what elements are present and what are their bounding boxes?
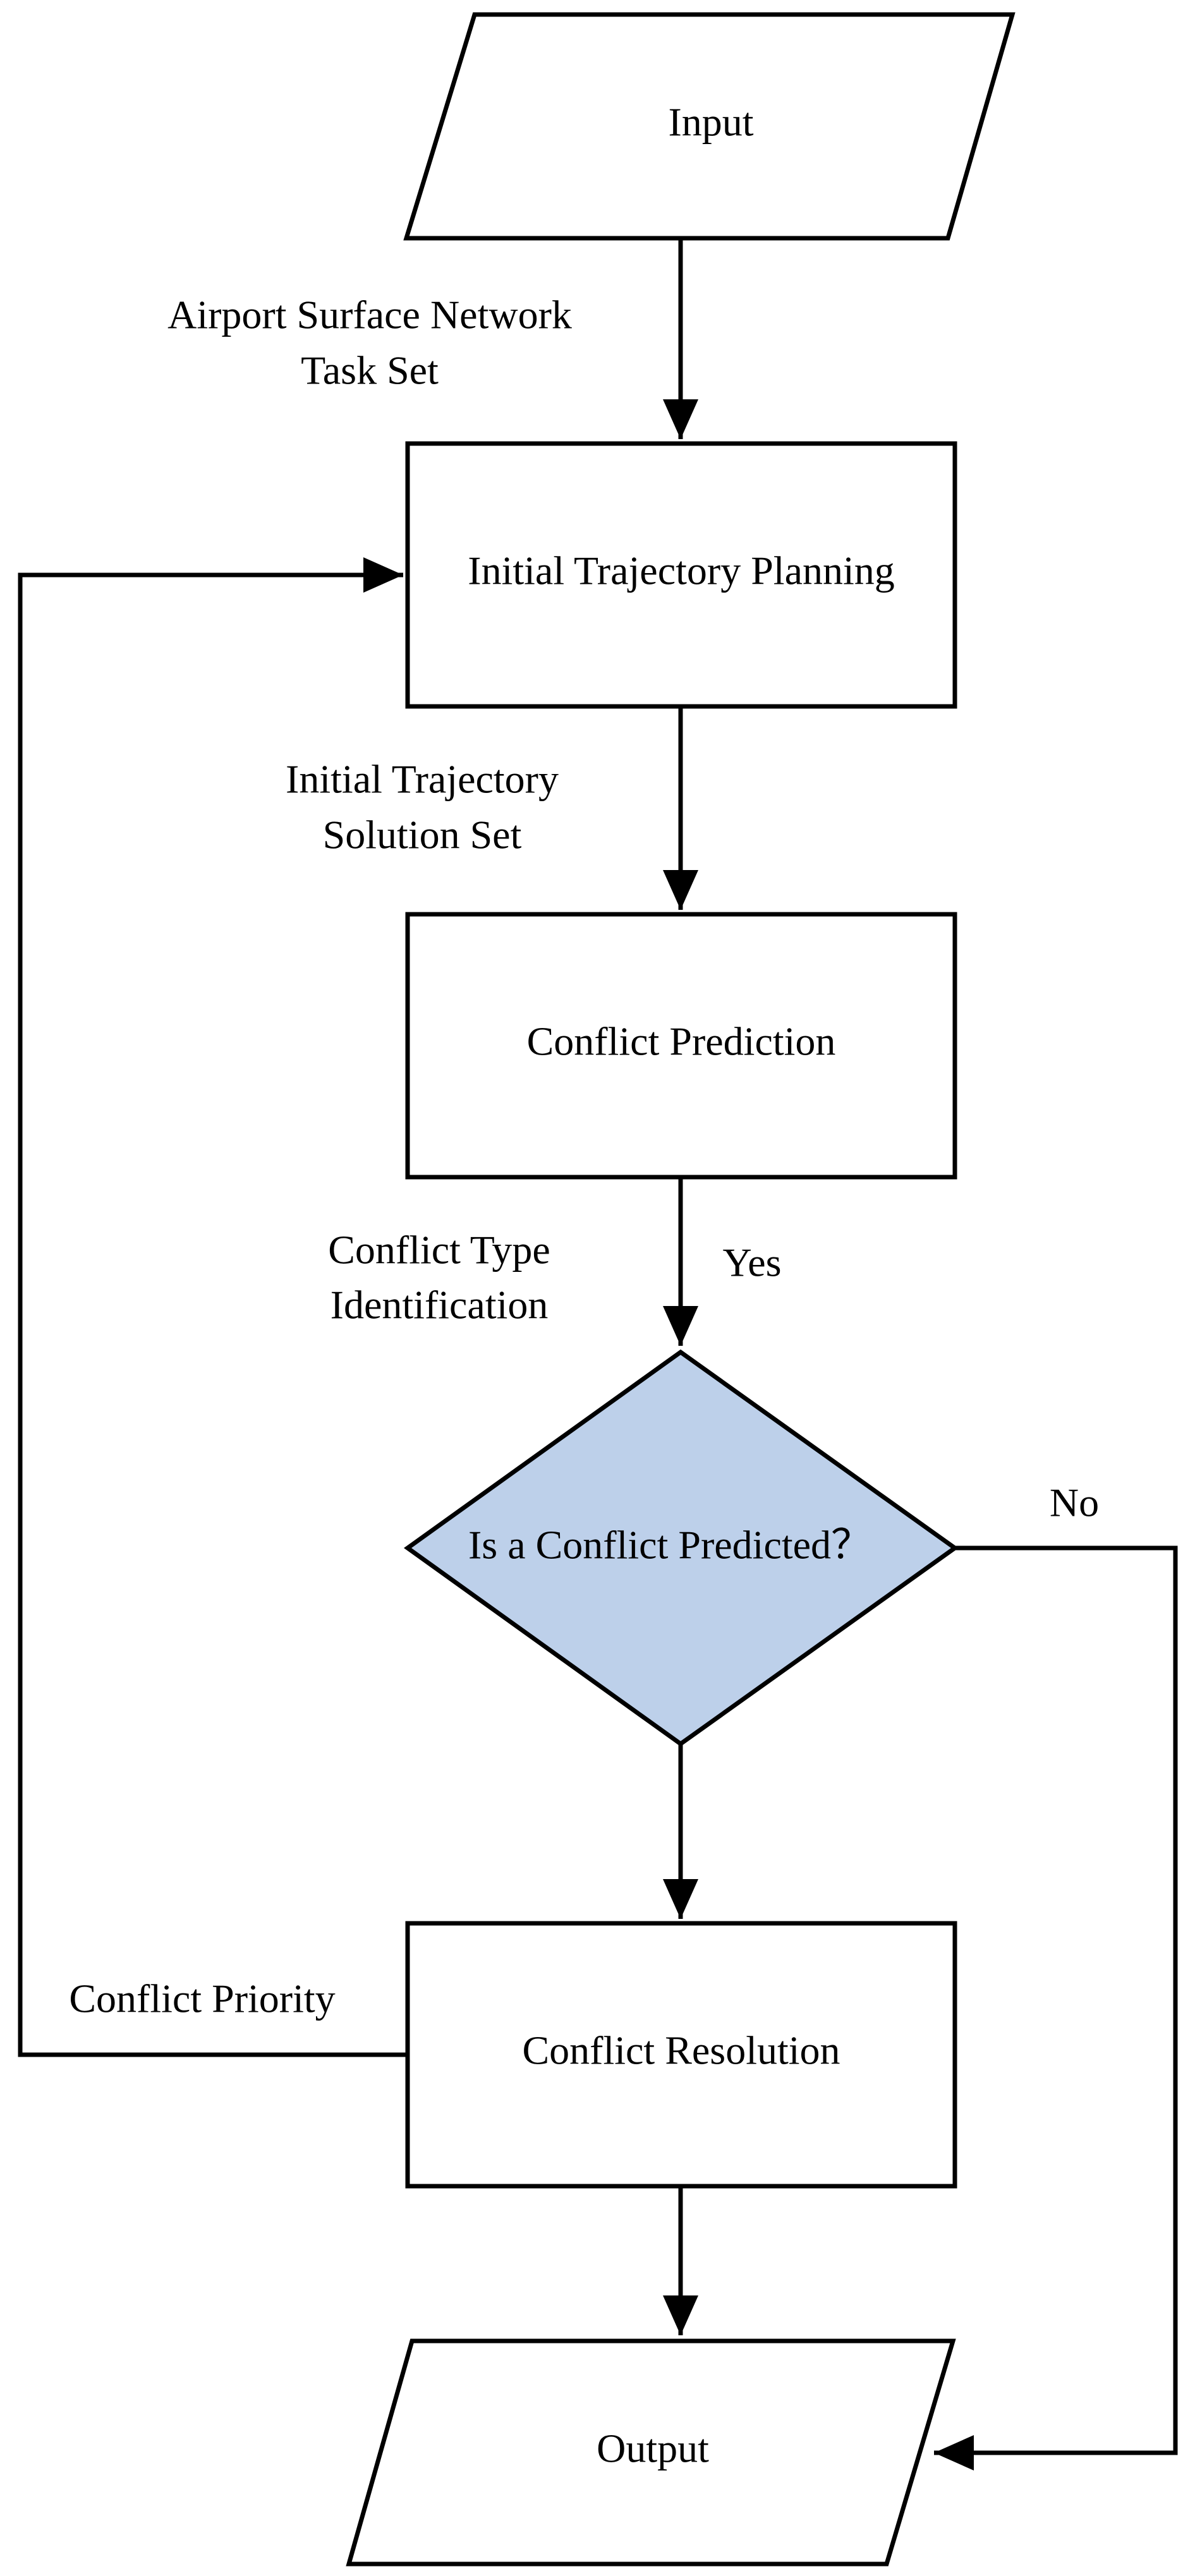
initial-planning-box — [405, 441, 957, 709]
conflict-resolution-node: Conflict Resolution — [405, 1921, 957, 2189]
input-node: Input — [403, 12, 1016, 241]
edge-label-initial-solution-line1: Initial Trajectory — [286, 757, 559, 802]
edge-label-conflict-type-line1: Conflict Type — [328, 1228, 550, 1273]
initial-planning-node: Initial Trajectory Planning — [405, 441, 957, 709]
conflict-prediction-node: Conflict Prediction — [405, 912, 957, 1180]
edge-label-airport-task-line2: Task Set — [301, 348, 439, 393]
decision-label: Is a Conflict Predicted？ — [468, 1523, 871, 1568]
initial-planning-label: Initial Trajectory Planning — [468, 548, 895, 593]
decision-node: Is a Conflict Predicted？ — [403, 1349, 959, 1747]
edge-label-initial-solution-line2: Solution Set — [323, 813, 522, 857]
input-shape — [403, 12, 1016, 241]
arrow-decision-no-to-output — [934, 1545, 1178, 2470]
output-shape — [346, 2338, 956, 2567]
edge-label-conflict-type-line2: Identification — [331, 1283, 549, 1327]
arrow-resolution-feedback-to-planning — [18, 557, 408, 2057]
edge-label-yes: Yes — [722, 1240, 781, 1285]
output-node: Output — [346, 2338, 956, 2567]
edge-label-conflict-priority: Conflict Priority — [69, 1976, 335, 2021]
conflict-prediction-box — [405, 912, 957, 1180]
edge-label-no: No — [1050, 1480, 1099, 1525]
conflict-resolution-label: Conflict Resolution — [522, 2028, 840, 2073]
output-label: Output — [597, 2426, 709, 2471]
input-label: Input — [668, 100, 753, 145]
edge-label-airport-task-line1: Airport Surface Network — [167, 293, 572, 337]
conflict-resolution-box — [405, 1921, 957, 2189]
conflict-prediction-label: Conflict Prediction — [527, 1019, 836, 1064]
